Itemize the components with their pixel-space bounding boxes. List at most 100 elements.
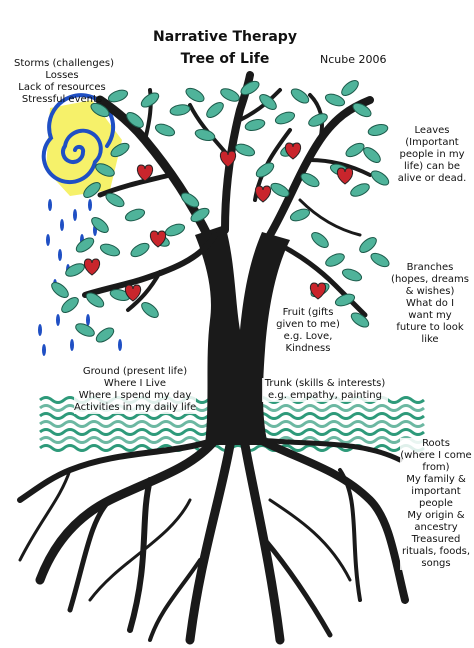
leaf-icon (325, 253, 345, 267)
trunk-label: Trunk (skills & interests) e.g. empathy,… (262, 378, 388, 402)
leaf-icon (130, 242, 150, 258)
leaf-icon (311, 232, 329, 248)
branches-line: (hopes, dreams (391, 274, 469, 285)
rain-drop-icon (118, 339, 122, 351)
leaf-icon (154, 123, 176, 137)
branches-line: & wishes) (405, 286, 455, 297)
leaf-icon (164, 223, 186, 237)
title-line-1: Narrative Therapy (153, 29, 297, 45)
leaf-icon (126, 112, 144, 128)
branches-label: Branches (hopes, dreams & wishes) What d… (390, 262, 470, 346)
branches-line: Branches (406, 262, 454, 273)
leaf-icon (370, 252, 390, 268)
heart-icon (284, 142, 302, 160)
leaf-icon (308, 113, 328, 127)
leaf-icon (194, 129, 216, 141)
heart-icon (149, 230, 167, 248)
heart-icon (336, 167, 354, 185)
leaf-icon (270, 182, 290, 198)
rain-drop-icon (86, 314, 90, 326)
leaf-icon (352, 102, 372, 118)
leaves-line: (Important (405, 137, 459, 148)
heart-icon (254, 185, 272, 203)
rain-drop-icon (73, 209, 77, 221)
fruit-line: Fruit (gifts (282, 307, 334, 318)
leaves-label: Leaves (Important people in my life) can… (396, 125, 468, 185)
roots-line: important (411, 486, 461, 497)
rain-drop-icon (48, 199, 52, 211)
leaf-icon (95, 163, 115, 177)
branches-line: want my (408, 310, 452, 321)
leaf-icon (51, 282, 69, 298)
heart-icon (219, 150, 237, 168)
roots-line: My origin & (407, 510, 465, 521)
leaf-icon (234, 143, 256, 157)
ground-line: Ground (present life) (82, 366, 188, 377)
title-line-2: Tree of Life (180, 51, 270, 67)
leaf-icon (90, 102, 110, 118)
leaf-icon (324, 93, 346, 107)
leaf-icon (220, 88, 240, 102)
leaf-icon (367, 124, 389, 136)
page-title: Narrative Therapy Tree of Life (150, 28, 300, 68)
fruit-line: e.g. Love, (283, 331, 333, 342)
leaf-icon (99, 243, 121, 257)
heart-icon (83, 258, 101, 276)
leaf-icon (290, 88, 310, 104)
branches-line: future to look (396, 322, 464, 333)
rain-drop-icon (70, 339, 74, 351)
leaf-icon (370, 170, 390, 186)
leaf-icon (334, 293, 356, 307)
leaf-icon (169, 104, 191, 116)
leaf-icon (61, 297, 79, 313)
leaf-icon (91, 217, 109, 233)
tree-roots (17, 435, 409, 645)
storms-label: Storms (challenges) Losses Lack of resou… (14, 58, 114, 106)
roots-line: from) (422, 462, 450, 473)
storms-line: Lack of resources (18, 82, 106, 93)
leaf-icon (255, 162, 275, 178)
trunk-line: e.g. empathy, painting (268, 390, 382, 401)
attribution: Ncube 2006 (320, 53, 387, 66)
leaf-icon (140, 92, 160, 108)
leaf-icon (75, 323, 95, 337)
leaf-icon (185, 87, 205, 103)
leaf-icon (141, 302, 159, 318)
ground-line: Where I spend my day (78, 390, 192, 401)
storms-line: Stressful events (21, 94, 103, 105)
rain-drop-icon (42, 344, 46, 356)
leaf-icon (65, 263, 85, 277)
storms-line: Losses (45, 70, 79, 81)
rain-drop-icon (88, 199, 92, 211)
leaf-icon (105, 192, 125, 208)
fruit-line: given to me) (276, 319, 340, 330)
leaf-icon (110, 142, 130, 158)
leaf-icon (341, 268, 363, 282)
leaf-icon (259, 94, 277, 110)
leaf-icon (95, 327, 115, 343)
leaves-line: people in my (399, 149, 465, 160)
roots-label: Roots (where I come from) My family & im… (400, 438, 472, 570)
leaves-line: life) can be (404, 161, 460, 172)
leaf-icon (190, 207, 210, 223)
fruit-label: Fruit (gifts given to me) e.g. Love, Kin… (270, 307, 346, 355)
leaf-icon (363, 147, 381, 163)
rain-drop-icon (46, 234, 50, 246)
roots-line: songs (421, 558, 451, 569)
leaf-icon (244, 119, 266, 131)
leaves-line: alive or dead. (397, 173, 467, 184)
leaf-icon (350, 183, 370, 197)
roots-line: people (419, 498, 453, 509)
leaf-icon (274, 111, 296, 125)
heart-icon (124, 284, 142, 302)
leaf-icon (83, 182, 101, 198)
leaf-icon (345, 142, 365, 158)
leaf-icon (107, 89, 129, 103)
roots-line: rituals, foods, (401, 546, 471, 557)
leaf-icon (341, 80, 359, 96)
leaf-icon (206, 102, 224, 118)
ground-line: Activities in my daily life (74, 402, 197, 413)
leaf-icon (359, 237, 377, 253)
roots-line: (where I come (400, 450, 472, 461)
